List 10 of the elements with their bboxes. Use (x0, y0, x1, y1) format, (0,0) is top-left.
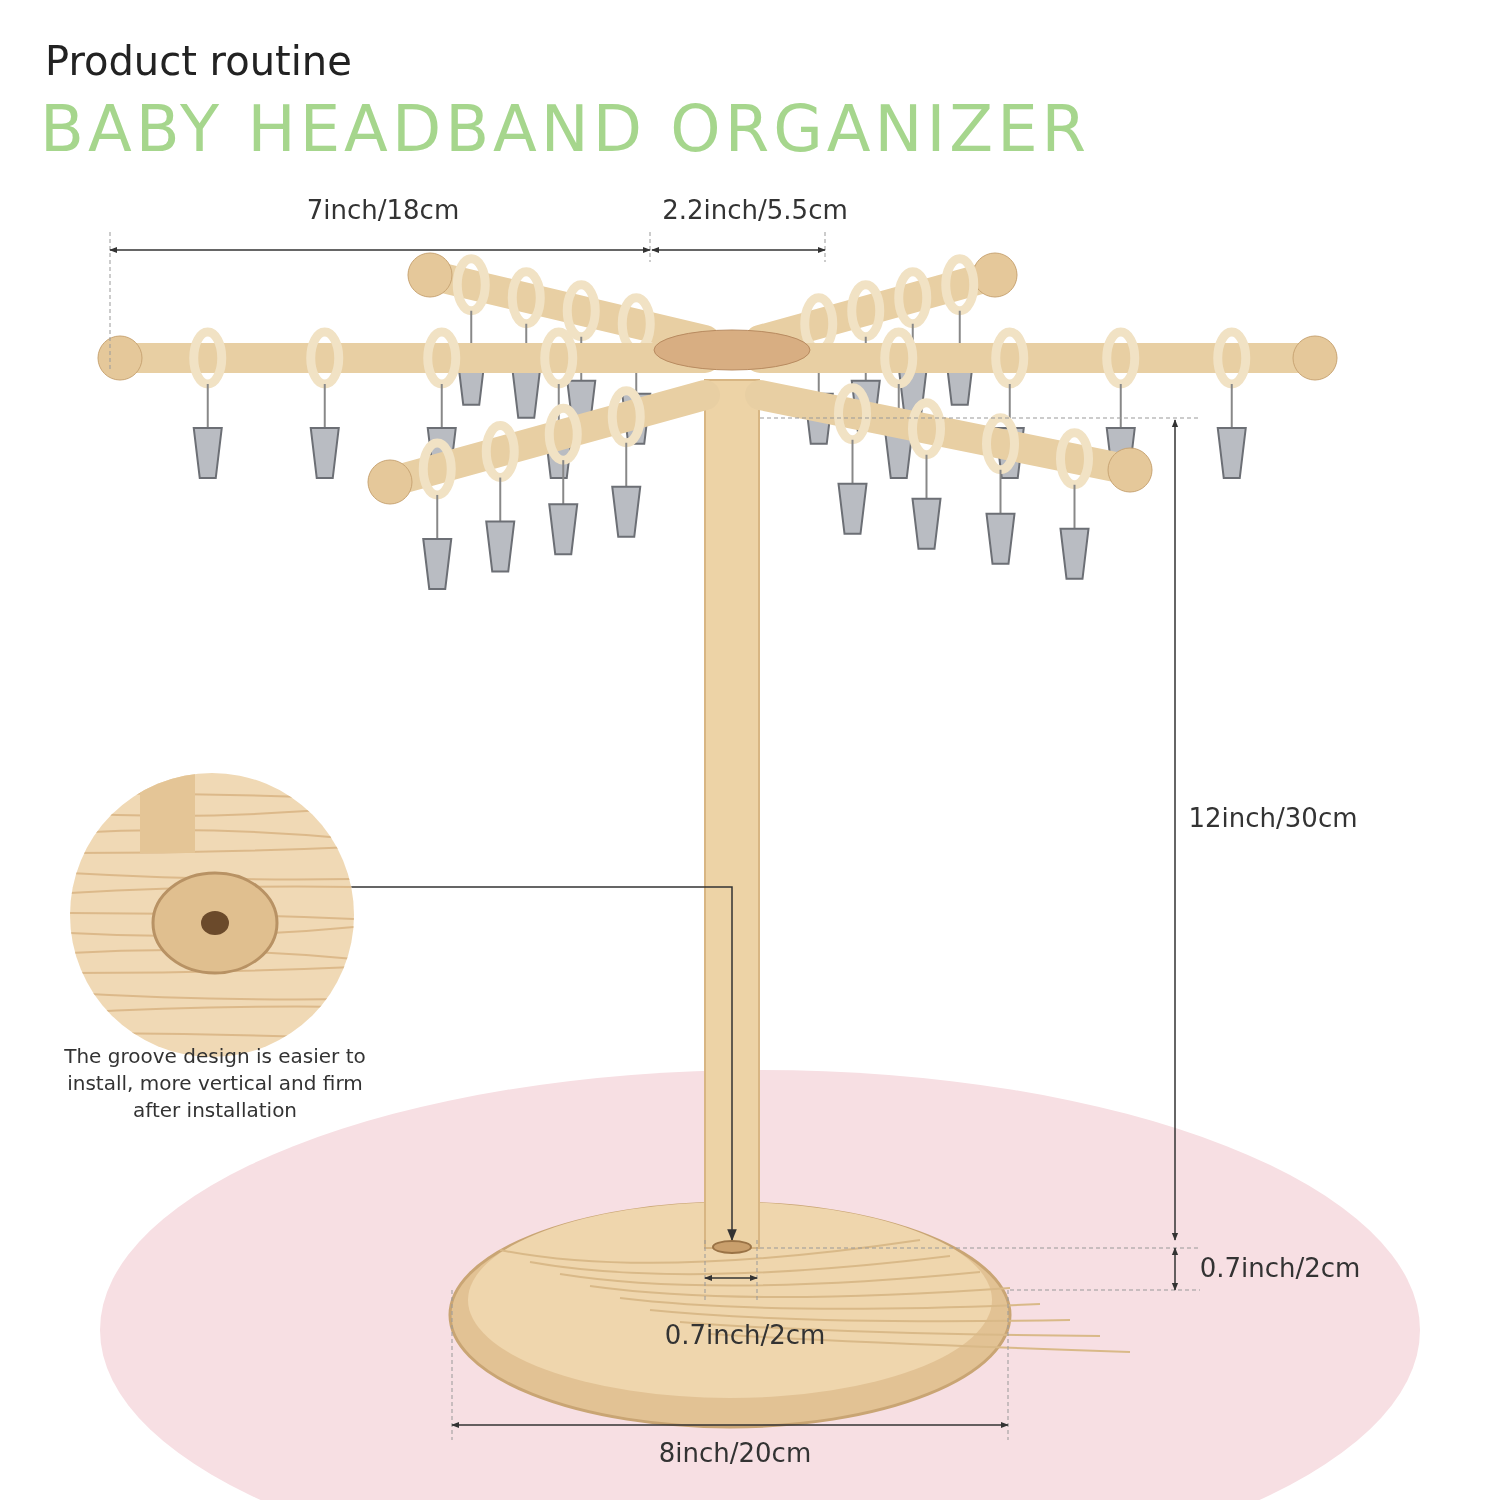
dimension-label: 2.2inch/5.5cm (662, 195, 848, 225)
subtitle-text: Product routine (45, 38, 352, 84)
dimension-label: 0.7inch/2cm (664, 1320, 826, 1350)
leader-line (350, 886, 737, 1242)
dimension-label: 8inch/20cm (658, 1438, 812, 1468)
title-heading: BABY HEADBAND ORGANIZER (40, 92, 1091, 166)
dimension-label: 0.7inch/2cm (1199, 1253, 1361, 1283)
caption-text: The groove design is easier to install, more vertical and firm after installation (63, 1043, 367, 1124)
dimension-label: 7inch/18cm (306, 195, 460, 225)
dimension-label: 12inch/30cm (1188, 803, 1358, 833)
